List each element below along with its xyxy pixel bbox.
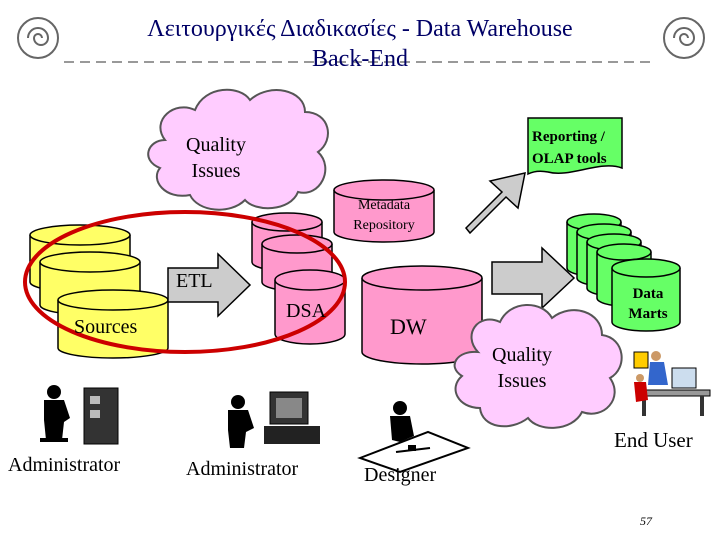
etl-arrow [167, 252, 252, 318]
quality-issues-cloud-bottom [453, 304, 623, 429]
source-cylinders [29, 224, 169, 359]
quality-issues-bottom-label: Quality Issues [492, 344, 552, 392]
reporting-olap-label: Reporting / OLAP tools [532, 129, 607, 167]
right-spiral-icon [663, 17, 705, 59]
quality-issues-cloud-top [147, 88, 329, 211]
administrator-2-label: Administrator [186, 458, 299, 480]
metadata-repository-label: Metadata Repository [353, 198, 415, 233]
administrator-1-icon [40, 385, 119, 445]
slide-title: Λειτουργικές Διαδικασίες - Data Warehous… [80, 14, 640, 74]
data-marts-label: Data Marts [628, 286, 668, 322]
dw-label: DW [390, 314, 427, 339]
dw-to-marts-arrow [491, 246, 576, 310]
end-user-icon [633, 351, 711, 416]
reporting-olap-shape [527, 117, 623, 176]
metadata-repository-cylinder [333, 179, 435, 243]
dsa-label: DSA [286, 300, 327, 322]
etl-label: ETL [176, 270, 213, 292]
designer-label: Designer [364, 464, 437, 486]
metadata-to-reporting-arrow [464, 172, 526, 235]
title-line-1: Λειτουργικές Διαδικασίες - Data Warehous… [147, 16, 573, 42]
end-user-label: End User [614, 428, 693, 452]
title-line-2: Back-End [312, 46, 408, 72]
quality-issues-top-label: Quality Issues [186, 134, 246, 182]
left-spiral-icon [17, 17, 59, 59]
sources-label: Sources [74, 316, 138, 338]
administrator-2-icon [228, 391, 320, 448]
slide-number: 57 [640, 514, 652, 528]
data-marts-cylinders [566, 213, 681, 332]
administrator-1-label: Administrator [8, 454, 121, 476]
designer-icon [357, 401, 471, 474]
dw-cylinder [361, 265, 483, 365]
sources-etl-dsa-highlight [23, 210, 347, 354]
